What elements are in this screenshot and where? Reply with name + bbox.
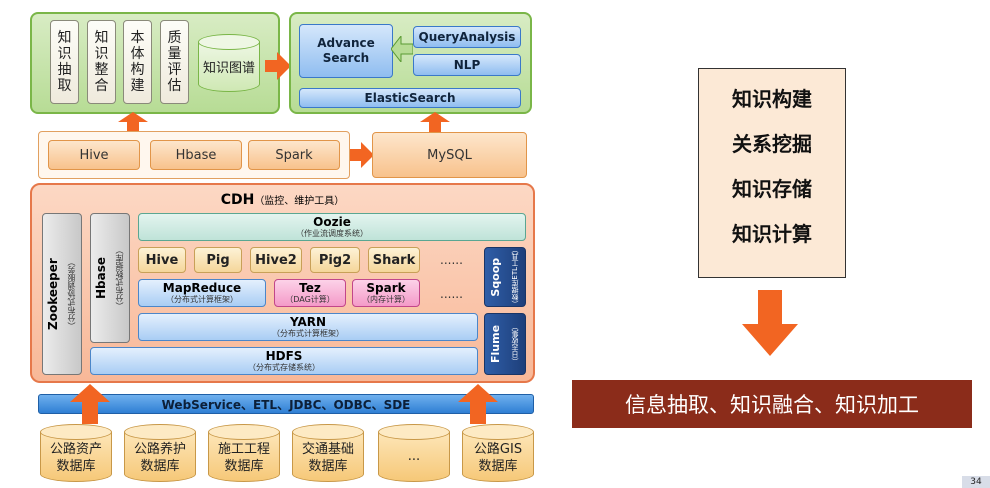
arrow-down-icon bbox=[742, 290, 798, 356]
database-label: 公路资产数据库 bbox=[49, 442, 102, 474]
knowledge-graph-label: 知识图谱 bbox=[202, 61, 255, 76]
integration-bar: WebService、ETL、JDBC、ODBC、SDE bbox=[38, 394, 534, 414]
database-label: 公路养护数据库 bbox=[133, 442, 186, 474]
database-cylinder: ... bbox=[378, 424, 450, 484]
database-cylinder: 公路养护数据库 bbox=[124, 424, 196, 484]
spark-box: Spark （内存计算） bbox=[352, 279, 420, 307]
tools-more: ...... bbox=[440, 253, 463, 267]
database-label: 施工工程数据库 bbox=[217, 442, 270, 474]
tool-pig: Pig bbox=[194, 247, 242, 273]
engines-more: ...... bbox=[440, 287, 463, 301]
zookeeper-column: Zookeeper （分布式协调服务） bbox=[42, 213, 82, 375]
tool-hive: Hive bbox=[138, 247, 186, 273]
page-number: 34 bbox=[962, 476, 990, 488]
storage-spark: Spark bbox=[248, 140, 340, 170]
hbase-column: Hbase （分布式数据库） bbox=[90, 213, 130, 343]
knowledge-graph-db: 知识图谱 bbox=[198, 34, 260, 100]
cdh-panel: CDH（监控、维护工具） Zookeeper （分布式协调服务） Hbase （… bbox=[30, 183, 535, 383]
knowledge-graph-panel: 知识抽取 知识整合 本体构建 质量评估 知识图谱 bbox=[30, 12, 280, 114]
summary-line-4: 知识计算 bbox=[732, 222, 812, 246]
advance-search-box: Advance Search bbox=[299, 24, 393, 78]
arrow-left-icon bbox=[391, 36, 413, 62]
nlp-box: NLP bbox=[413, 54, 521, 76]
search-panel: Advance Search QueryAnalysis NLP Elastic… bbox=[289, 12, 532, 114]
database-label: ... bbox=[407, 449, 421, 464]
tez-box: Tez （DAG计算） bbox=[274, 279, 346, 307]
arrow-up-icon bbox=[118, 112, 148, 132]
flume-column: Flume （日志收集） bbox=[484, 313, 526, 375]
summary-line-1: 知识构建 bbox=[732, 87, 812, 111]
sqoop-column: Sqoop （数据库ETL工具） bbox=[484, 246, 526, 308]
storage-hive: Hive bbox=[48, 140, 140, 170]
item-extraction: 知识抽取 bbox=[50, 20, 79, 104]
arrow-up-icon bbox=[420, 112, 450, 132]
tool-shark: Shark bbox=[368, 247, 420, 273]
arrow-up-icon bbox=[70, 384, 110, 424]
item-integration: 知识整合 bbox=[87, 20, 116, 104]
arrow-right-icon bbox=[265, 52, 291, 80]
elasticsearch-box: ElasticSearch bbox=[299, 88, 521, 108]
database-label: 交通基础数据库 bbox=[301, 442, 354, 474]
yarn-box: YARN （分布式计算框架） bbox=[138, 313, 478, 341]
summary-line-3: 知识存储 bbox=[732, 177, 812, 201]
tool-pig2: Pig2 bbox=[310, 247, 360, 273]
mysql-box: MySQL bbox=[372, 132, 527, 178]
arrow-up-icon bbox=[458, 384, 498, 424]
summary-line-2: 关系挖掘 bbox=[732, 132, 812, 156]
database-cylinder: 交通基础数据库 bbox=[292, 424, 364, 484]
arrow-right-icon bbox=[350, 142, 374, 168]
database-cylinder: 施工工程数据库 bbox=[208, 424, 280, 484]
tool-hive2: Hive2 bbox=[250, 247, 302, 273]
database-cylinder: 公路资产数据库 bbox=[40, 424, 112, 484]
oozie-box: Oozie （作业流调度系统） bbox=[138, 213, 526, 241]
query-analysis-box: QueryAnalysis bbox=[413, 26, 521, 48]
mapreduce-box: MapReduce （分布式计算框架） bbox=[138, 279, 266, 307]
cdh-title: CDH（监控、维护工具） bbox=[220, 192, 345, 208]
hdfs-box: HDFS （分布式存储系统） bbox=[90, 347, 478, 375]
storage-hbase: Hbase bbox=[150, 140, 242, 170]
bottom-banner: 信息抽取、知识融合、知识加工 bbox=[572, 380, 972, 428]
item-quality: 质量评估 bbox=[160, 20, 189, 104]
summary-panel: 知识构建 关系挖掘 知识存储 知识计算 bbox=[698, 68, 846, 278]
item-ontology: 本体构建 bbox=[123, 20, 152, 104]
